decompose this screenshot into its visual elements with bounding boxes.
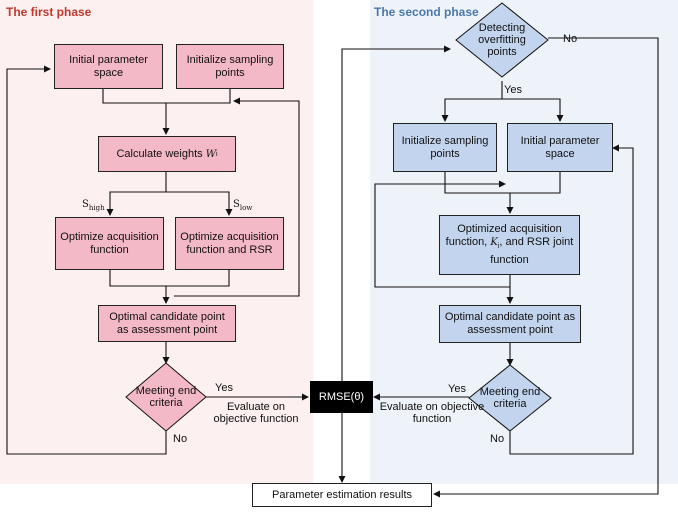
right-yes-top-label: Yes — [504, 84, 522, 96]
parameter-estimation-results-box: Parameter estimation results — [252, 483, 432, 507]
left-initialize-sampling-box: Initialize sampling points — [176, 44, 284, 89]
first-phase-title: The first phase — [6, 5, 92, 19]
right-meeting-end-diamond — [468, 364, 552, 432]
right-no-label: No — [490, 433, 505, 445]
optimize-acquisition-rsr-box: Optimize acquisition function and RSR — [175, 217, 284, 270]
s-high-sub: high — [88, 204, 105, 212]
left-meeting-end-diamond — [125, 362, 207, 432]
calculate-weights-label: Calculate weights — [116, 147, 203, 160]
s-low-sub: low — [239, 204, 253, 212]
s-low-s: S — [233, 199, 240, 210]
right-yes-label: Yes — [448, 383, 466, 395]
s-high-s: S — [82, 199, 89, 210]
right-no-top-label: No — [563, 33, 578, 45]
s-low-label: Slow — [233, 199, 252, 214]
left-optimal-candidate-box: Optimal candidate point as assessment po… — [98, 305, 236, 342]
s-high-label: Shigh — [82, 199, 105, 214]
detecting-overfitting-diamond — [455, 2, 549, 78]
left-meeting-end-label: Meeting end criteria — [135, 385, 197, 409]
left-no-label: No — [173, 433, 188, 445]
right-meeting-end-label: Meeting end criteria — [479, 386, 541, 410]
weights-variable: W — [205, 148, 216, 160]
weights-subscript: i — [216, 150, 218, 158]
second-phase-title: The second phase — [374, 5, 479, 19]
joint-text-b: , and RSR joint function — [490, 236, 574, 266]
right-optimal-candidate-box: Optimal candidate point as assessment po… — [439, 305, 581, 343]
optimize-acquisition-box: Optimize acquisition function — [55, 217, 164, 270]
left-evaluate-label: Evaluate on objective function — [213, 401, 299, 425]
optimized-joint-function-text: Optimized acquisition function, Ki, and … — [443, 223, 576, 266]
joint-subscript: i — [497, 243, 500, 251]
left-yes-label: Yes — [215, 382, 233, 394]
right-initialize-sampling-box: Initialize sampling points — [393, 123, 497, 172]
right-evaluate-label: Evaluate on objective function — [379, 401, 485, 425]
optimized-joint-function-box: Optimized acquisition function, Ki, and … — [439, 215, 580, 275]
left-initial-parameter-space-box: Initial parameter space — [54, 44, 163, 89]
right-initial-parameter-space-box: Initial parameter space — [507, 123, 613, 172]
detecting-overfitting-label: Detecting overfitting points — [478, 22, 526, 58]
rmse-box: RMSE(θ) — [310, 381, 373, 413]
joint-variable: K — [490, 237, 498, 249]
joint-text-a: Optimized acquisition function, — [445, 223, 562, 249]
